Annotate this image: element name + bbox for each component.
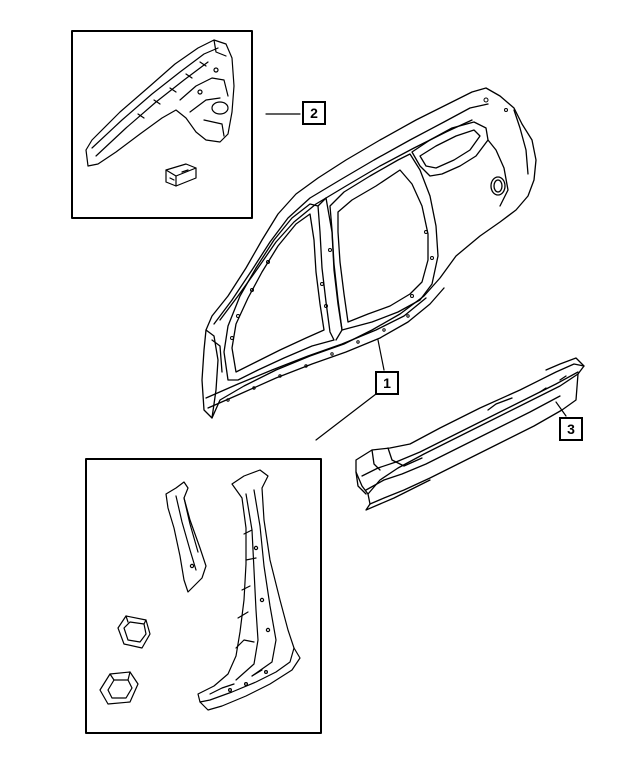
callout-3-label: 3 (567, 421, 575, 437)
b-pillar-inner (197, 469, 301, 711)
a-pillar-reinforcement (165, 481, 207, 593)
inset-bottom (85, 458, 322, 734)
leader-line-3 (555, 401, 567, 417)
sill-reinforcement (355, 357, 585, 511)
callout-2: 2 (302, 101, 326, 125)
callout-3: 3 (559, 417, 583, 441)
small-bracket-lower (99, 671, 139, 705)
small-bracket-upper (117, 615, 151, 649)
body-side-fasteners (226, 97, 508, 402)
callout-2-label: 2 (310, 105, 318, 121)
roof-rail-inner-panel (85, 39, 235, 167)
leader-line-1a (377, 339, 385, 371)
callout-1-label: 1 (383, 375, 391, 391)
small-bracket (165, 163, 197, 187)
inset-top-frame (71, 30, 253, 219)
leader-line-1b (315, 393, 377, 441)
inset-top (71, 30, 253, 219)
body-side-aperture (201, 87, 537, 419)
callout-1: 1 (375, 371, 399, 395)
fuel-filler-opening (490, 176, 506, 196)
inset-bottom-frame (85, 458, 322, 734)
